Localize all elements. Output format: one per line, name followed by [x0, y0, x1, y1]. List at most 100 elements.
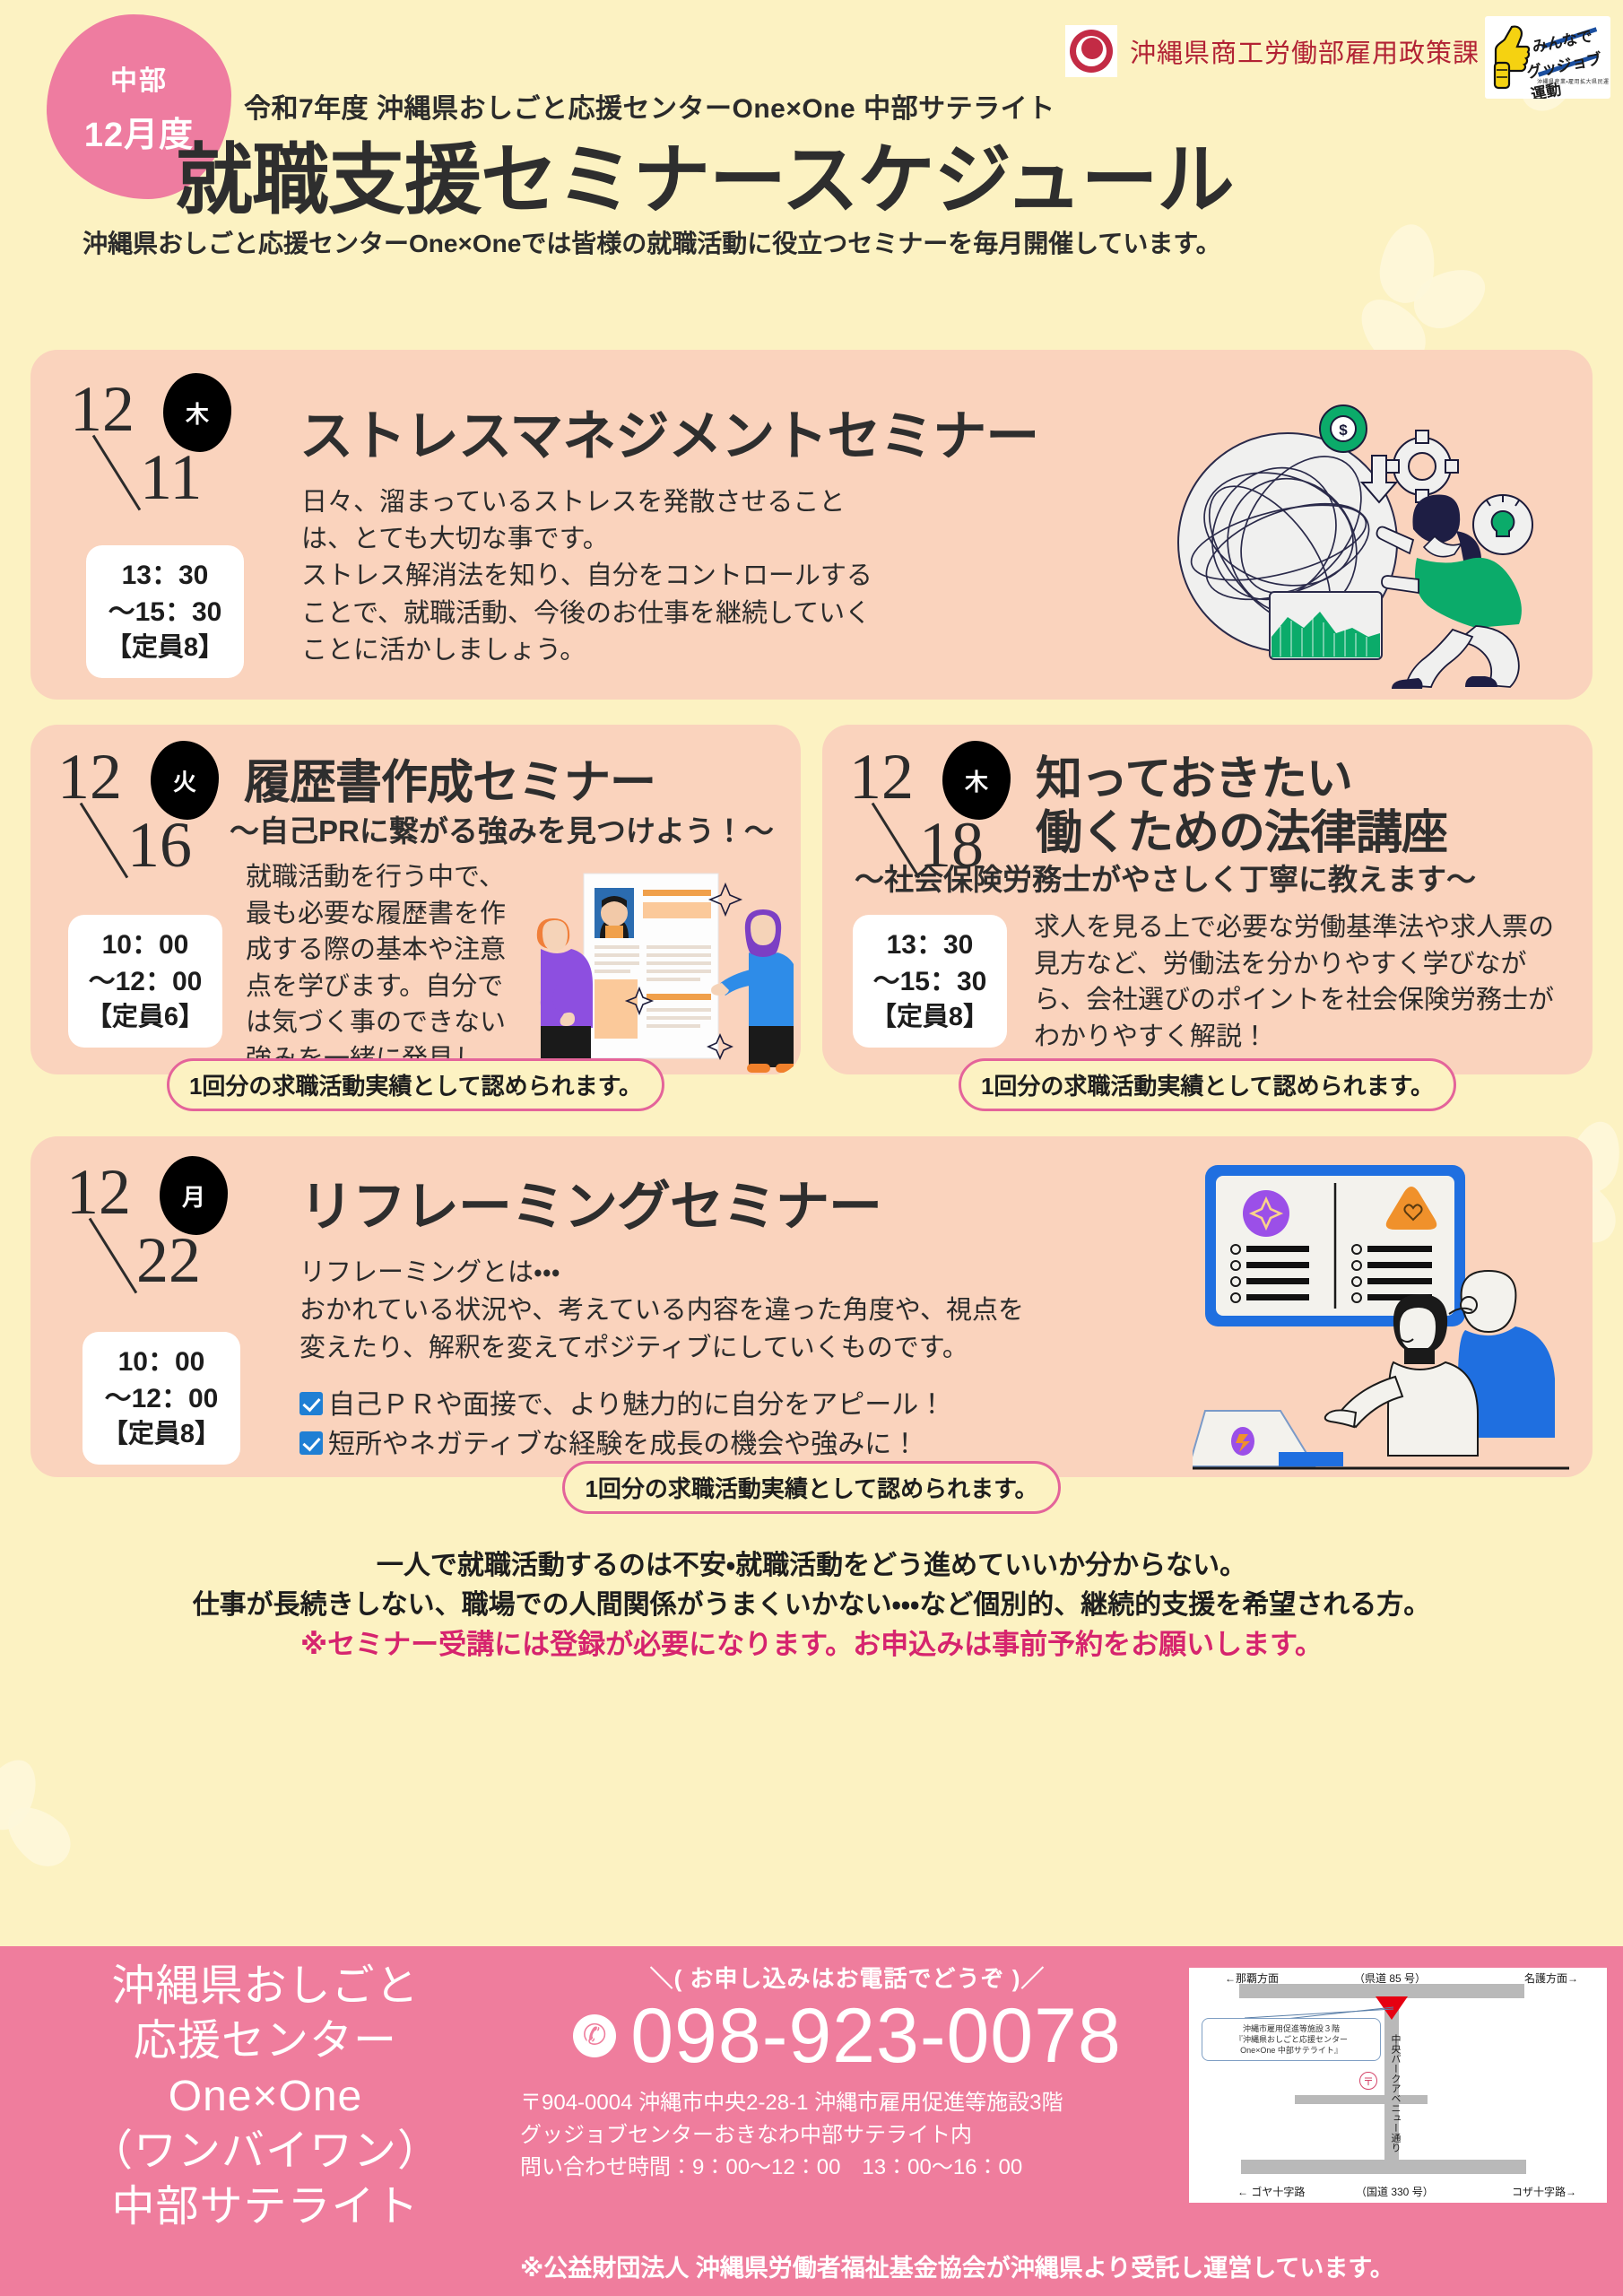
- seminar-subtitle: ～社会保険労務士がやさしく丁寧に教えます～: [855, 863, 1476, 896]
- seminar-subtitle: ～自己PRに繋がる強みを見つけよう！～: [230, 814, 774, 848]
- callout-line3: One×One 中部サテライト』: [1240, 2046, 1342, 2056]
- checkbox-checked-icon: [299, 1431, 323, 1455]
- day-of-week-badge: 木: [161, 370, 234, 455]
- seminar-date: 12 木 18: [849, 738, 1028, 882]
- seminar-card[interactable]: 12 木 11 13：30 ～15：30 【定員8】 ストレスマネジメントセミナ…: [30, 350, 1593, 700]
- seminar-month: 12: [849, 741, 914, 813]
- seminar-date: 12 月 22: [66, 1153, 246, 1294]
- stress-illustration: $: [1177, 404, 1533, 689]
- day-of-week-badge: 火: [148, 738, 221, 822]
- seminar-capacity: 【定員8】: [101, 1420, 221, 1448]
- seminar-time-start: 13：30: [121, 561, 209, 590]
- header-subtitle: 令和7年度 沖縄県おしごと応援センターOne×One 中部サテライト: [244, 94, 1055, 124]
- seminar-check-item: 短所やネガティブな経験を成長の機会や強みに！: [299, 1425, 918, 1465]
- organization-name: 沖縄県おしごと 応援センター One×One （ワンバイワン） 中部サテライト: [32, 1959, 499, 2234]
- person-presenter-icon: [1324, 1294, 1479, 1457]
- checkbox-checked-icon: [299, 1392, 323, 1415]
- seminar-check-item: 自己ＰＲや面接で、より魅力的に自分をアピール！: [299, 1386, 945, 1425]
- check-label: 自己ＰＲや面接で、より魅力的に自分をアピール！: [328, 1390, 946, 1420]
- goodjob-campaign-logo: みんなで グッジョブ運動 沖縄県産業・雇用拡大県民運動: [1485, 16, 1610, 99]
- seminar-time-start: 10：00: [101, 930, 189, 960]
- map-callout-box: 沖縄市雇用促進等施設３階 『沖縄県おしごと応援センター One×One 中部サテ…: [1202, 2018, 1381, 2062]
- post-office-icon: 〒: [1359, 2072, 1377, 2090]
- down-arrow-icon: [1359, 455, 1399, 504]
- sparkle-icon: [624, 882, 743, 1060]
- date-slash: [88, 1217, 138, 1294]
- seminar-time-start: 13：30: [886, 930, 974, 960]
- map-label-bottom-left: ← ゴヤ十字路: [1237, 2186, 1306, 2198]
- seminar-time-end: ～12：00: [104, 1383, 219, 1413]
- seminar-time-box: 10：00 ～12：00 【定員8】: [82, 1332, 240, 1465]
- day-of-week-badge: 木: [940, 738, 1013, 822]
- date-slash: [91, 434, 142, 511]
- seminar-month: 12: [66, 1156, 131, 1228]
- address-line1: 〒904-0004 沖縄市中央2-28-1 沖縄市雇用促進等施設3階: [520, 2091, 1063, 2115]
- seminar-description-line3: 変えたり、解釈を変えてポジティブにしていくものです。: [299, 1334, 968, 1362]
- seminar-card[interactable]: 12 火 16 10：00 ～12：00 【定員6】 履歴書作成セミナー ～自己…: [30, 725, 801, 1074]
- poster-header: 中部 12月度 沖縄県商工労働部雇用政策課 みんなで グッジョブ運動 沖縄県産業…: [0, 0, 1623, 350]
- seminar-title-line2: 働くための法律講座: [1036, 807, 1448, 859]
- seminar-time-end: ～15：30: [108, 596, 222, 627]
- seminar-description: 求人を見る上で必要な労働基準法や求人票の見方など、労働法を分かりやすく学びながら…: [1034, 913, 1555, 1051]
- seminar-day: 11: [140, 441, 203, 514]
- seminar-card[interactable]: 12 月 22 10：00 ～12：00 【定員8】 リフレーミングセミナー リ…: [30, 1136, 1593, 1477]
- seminar-time-end: ～12：00: [88, 966, 203, 996]
- seminar-capacity: 【定員8】: [105, 633, 225, 662]
- seminar-title: ストレスマネジメントセミナー: [299, 406, 1039, 466]
- credit-badge: 1回分の求職活動実績として認められます。: [958, 1058, 1457, 1111]
- map-label-bottom-right: コザ十字路→: [1511, 2186, 1576, 2198]
- credit-badge: 1回分の求職活動実績として認められます。: [166, 1058, 665, 1111]
- seminar-date: 12 火 16: [57, 738, 237, 882]
- callout-line2: 『沖縄県おしごと応援センター: [1234, 2035, 1348, 2045]
- poster-footer: 沖縄県おしごと 応援センター One×One （ワンバイワン） 中部サテライト …: [0, 1946, 1623, 2296]
- map-label-top-center: （県道 85 号）: [1354, 1972, 1427, 1985]
- map-vertical-road-label: 中央パークアベニュー通り: [1390, 2034, 1401, 2152]
- call-prompt-label: ＼( お申し込みはお電話でどうぞ )／: [649, 1965, 1046, 1992]
- map-location-marker: [1376, 1996, 1408, 2020]
- seminar-day: 16: [127, 809, 192, 882]
- month-badge: 中部 12月度: [47, 14, 231, 199]
- notice-line2: 仕事が長続きしない、職場での人間関係がうまくいかない・・・など個別的、継続的支援…: [192, 1589, 1431, 1620]
- seminar-time-box: 13：30 ～15：30 【定員8】: [86, 545, 244, 679]
- seminar-month: 12: [57, 741, 122, 813]
- lightbulb-icon: [1472, 494, 1533, 555]
- seminar-description-line1: リフレーミングとは・・・: [299, 1258, 560, 1287]
- seminar-day: 18: [919, 809, 984, 882]
- government-department-label: 沖縄県商工労働部雇用政策課: [1129, 39, 1480, 68]
- org-line1: 沖縄県おしごと: [111, 1962, 420, 2010]
- address-block: 〒904-0004 沖縄市中央2-28-1 沖縄市雇用促進等施設3階 グッジョブ…: [520, 2087, 1175, 2184]
- seminar-description: 就職活動を行う中で、最も必要な履歴書を作成する際の基本や注意点を学びます。自分で…: [246, 863, 507, 1074]
- phone-row[interactable]: 098-923-0078: [520, 1997, 1175, 2074]
- gear-icon: [1385, 430, 1459, 503]
- map-road-vertical: [1384, 1993, 1399, 2169]
- map-label-top-left: ←那覇方面: [1225, 1972, 1280, 1985]
- check-label: 短所やネガティブな経験を成長の機会や強みに！: [328, 1430, 919, 1459]
- seminar-title: リフレーミングセミナー: [299, 1177, 882, 1237]
- header-note: 沖縄県おしごと応援センターOne×Oneでは皆様の就職活動に役立つセミナーを毎月…: [82, 230, 1221, 257]
- credit-badge: 1回分の求職活動実績として認められます。: [562, 1461, 1061, 1514]
- gear-dollar-icon: $: [1319, 404, 1367, 453]
- seminar-capacity: 【定員6】: [85, 1003, 205, 1031]
- org-line2: 応援センター: [133, 2017, 397, 2066]
- person-pushing-icon: [1376, 494, 1522, 689]
- seminar-card[interactable]: 12 木 18 13：30 ～15：30 【定員8】 知っておきたい 働くための…: [822, 725, 1593, 1074]
- address-line2: グッジョブセンターおきなわ中部サテライト内: [520, 2123, 972, 2147]
- person-right-icon: [711, 909, 794, 1073]
- seminar-description-line2: おかれている状況や、考えている内容を違った角度や、視点を: [299, 1296, 1024, 1325]
- office-hours: 問い合わせ時間：9：00～12：00 13：00～16：00: [520, 2155, 1023, 2179]
- footer-disclaimer: ※公益財団法人 沖縄県労働者福祉基金協会が沖縄県より受託し運営しています。: [520, 2255, 1394, 2282]
- org-line3: One×One: [168, 2072, 363, 2120]
- contact-block: ＼( お申し込みはお電話でどうぞ )／ 098-923-0078 〒904-00…: [520, 1961, 1175, 2184]
- government-logo-row: 沖縄県商工労働部雇用政策課: [1064, 25, 1480, 77]
- person-listener-icon: [1448, 1269, 1555, 1438]
- goodjob-logo-subtext: 沖縄県産業・雇用拡大県民運動: [1537, 80, 1610, 93]
- seminar-time-box: 13：30 ～15：30 【定員8】: [853, 915, 1007, 1048]
- laptop-icon: [1193, 1410, 1343, 1467]
- seminar-month: 12: [70, 373, 135, 445]
- map-label-bottom-center: （国道 330 号）: [1356, 2186, 1434, 2198]
- seminar-capacity: 【定員8】: [870, 1003, 990, 1031]
- phone-number[interactable]: 098-923-0078: [630, 1993, 1122, 2079]
- page-title: 就職支援セミナースケジュール: [176, 137, 1235, 223]
- phone-icon: [573, 2014, 617, 2057]
